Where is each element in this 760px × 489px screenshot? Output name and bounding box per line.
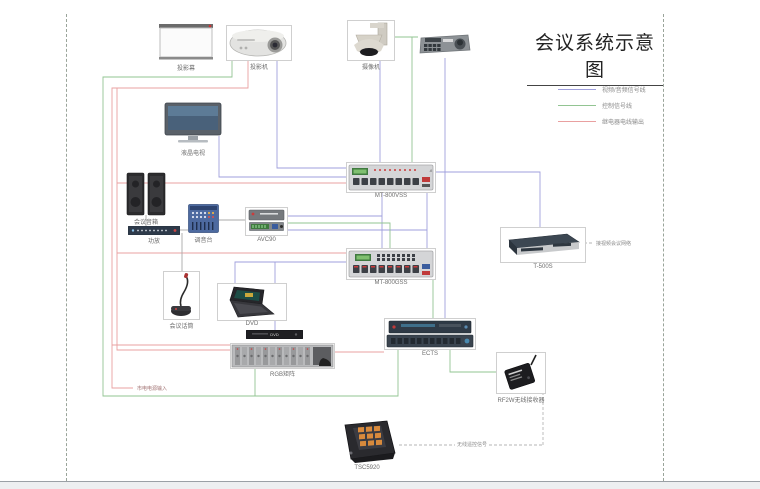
dome-camera-label: 摄像机 [361,65,381,71]
camera-control-keyboard-icon [419,34,471,54]
conference-microphone-label: 会议话筒 [169,324,194,330]
remote-signal-note: 无线遥控信号 [455,441,490,448]
avc-controller: AVC90 [245,207,288,243]
sequencer-vss-label: MT-800VSS [374,193,408,199]
legend-label-power: 继电器电线输出 [602,119,645,126]
conference-speakers-label: 会议音箱 [133,220,159,226]
small-mixer: 调音台 [188,204,219,244]
legend-label-video: 视频/音频信号线 [602,87,646,94]
legend-row-control: 控制信号线 [558,100,632,110]
legend-line-video [558,88,596,90]
camera-control-keyboard [418,30,472,58]
touch-panel-icon [344,420,396,463]
sequencer-gss: MT-800GSS [346,248,436,286]
projector-label: 投影机 [249,65,269,71]
t500-terminal-icon [508,233,580,255]
frame-left-border [66,14,67,481]
touch-panel: TSC5920 [335,417,399,471]
projector-icon [229,29,287,57]
legend-line-control [558,104,596,106]
conference-microphone-icon [171,273,191,316]
legend-label-control: 控制信号线 [602,103,633,110]
projection-screen-label: 投影幕 [176,66,196,72]
projector: 投影机 [226,25,292,71]
dvd-player: DVD [246,330,303,339]
conference-speakers-icon [126,172,166,216]
lcd-tv-icon [164,102,222,143]
sequencer-vss-icon: .il [348,164,434,191]
small-mixer-icon [188,204,219,233]
frame-right-border [663,14,664,481]
t500-terminal-label: T-500S [533,264,553,270]
svg-text:.il: .il [429,168,432,173]
page-title: 会议系统示意图 [527,28,663,86]
touch-panel-label: TSC5920 [354,465,380,471]
avc-controller-icon [248,209,285,231]
projection-screen: 投影幕 [158,23,214,72]
dome-camera-icon [354,22,388,56]
ects-host-label: ECTS [421,351,439,357]
sequencer-gss-icon [348,250,434,278]
avc-controller-label: AVC90 [257,237,276,243]
lcd-tv-label: 液晶电视 [180,151,206,157]
ects-host: ECTS [384,318,476,357]
laptop-label: DVD [245,321,259,327]
laptop: DVD [217,283,287,327]
conference-speakers: 会议音箱 [126,172,166,226]
t500-terminal: T-500S [500,227,586,270]
rf-receiver-label: RF2W无线接收器 [497,398,545,404]
legend-line-power [558,120,596,122]
dvd-player-text: DVD [270,332,279,337]
small-mixer-label: 调音台 [194,238,213,244]
terminal-note: 接视频会议网络 [594,240,634,247]
rgb-matrix: RGB矩阵 [230,343,335,378]
laptop-icon [229,286,275,318]
frame-bottom-border [0,481,760,489]
ects-host-icon [386,320,474,348]
legend-row-video: 视频/音频信号线 [558,84,646,94]
rf-receiver: RF2W无线接收器 [496,352,546,404]
sequencer-gss-label: MT-800GSS [374,280,408,286]
rgb-matrix-label: RGB矩阵 [269,372,296,378]
projection-screen-icon [159,24,213,60]
conference-microphone: 会议话筒 [163,271,200,330]
legend-row-power: 继电器电线输出 [558,116,644,126]
rgb-matrix-icon [231,344,334,368]
rf-receiver-icon [504,354,537,390]
sequencer-vss: .il MT-800VSS [346,162,436,199]
dvd-player-icon [246,330,303,339]
dome-camera: 摄像机 [347,20,395,71]
amplifier-icon [128,226,180,235]
lcd-tv: 液晶电视 [164,102,222,157]
amplifier: 功放 [128,226,180,245]
amplifier-label: 功放 [147,239,161,245]
power-input-note: 市电电源输入 [135,385,170,392]
